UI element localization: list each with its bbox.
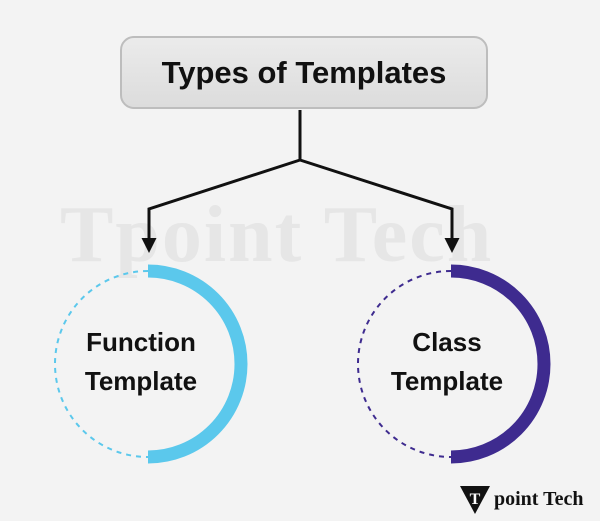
connector-right-arrow	[299, 158, 460, 253]
tpoint-tech-logo: T point Tech	[458, 482, 583, 516]
title-box: Types of Templates	[120, 36, 488, 109]
class-template-line2: Template	[390, 366, 504, 396]
diagram-title: Types of Templates	[161, 54, 447, 90]
class-template-ring	[357, 264, 551, 464]
function-template-ring	[54, 264, 248, 464]
logo-text: point Tech	[494, 487, 584, 510]
connector-left-arrow	[141, 158, 301, 253]
watermark: Tpoint Tech	[60, 191, 494, 279]
logo-mark-icon: T	[460, 486, 490, 514]
function-template-line2: Template	[84, 366, 198, 396]
class-template-label: Class Template	[357, 323, 537, 401]
function-template-label: Function Template	[51, 323, 231, 401]
class-template-line1: Class	[412, 327, 482, 357]
function-template-line1: Function	[86, 327, 196, 357]
logo-mark-letter: T	[470, 491, 481, 508]
